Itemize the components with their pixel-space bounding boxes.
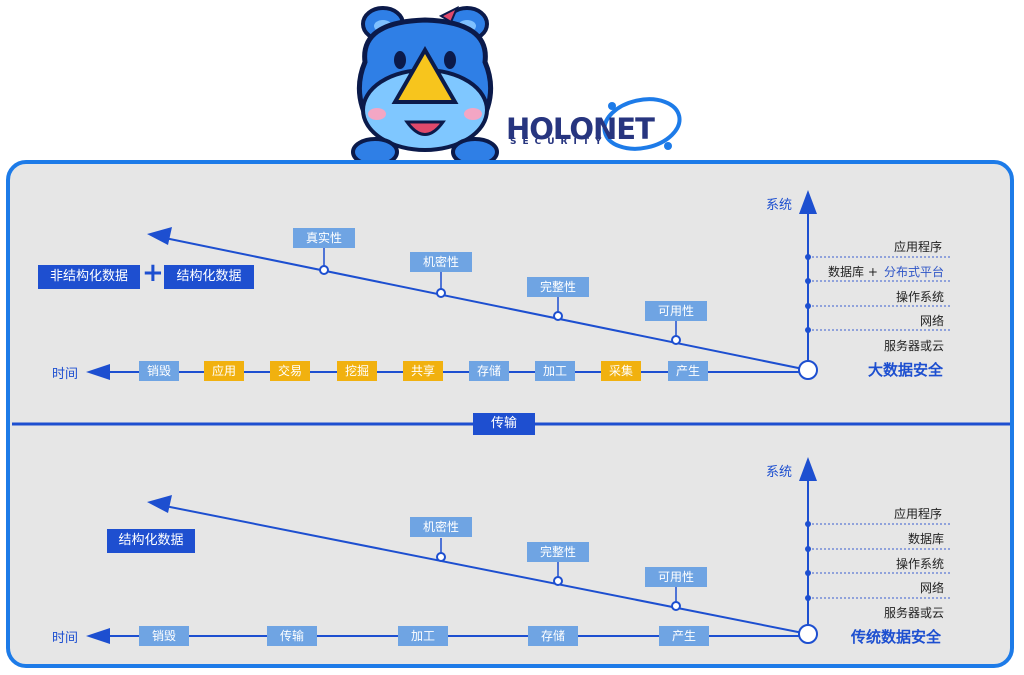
brand-logo-text: HOLONET [506,112,655,146]
layer-label: 服务器或云 [884,606,945,620]
timeline-item: 产生 [668,361,708,381]
timeline-item: 挖掘 [337,361,377,381]
layer-label: 数据库 [908,532,945,546]
property-label: 完整性 [527,542,589,562]
timeline-item: 传输 [267,626,317,646]
tag-structured-data: 结构化数据 [164,265,254,289]
layer-label: 应用程序 [894,507,943,521]
timeline-item: 共享 [403,361,443,381]
time-axis-label: 时间 [52,367,79,382]
layer-label: 网络 [920,581,945,595]
timeline-item: 交易 [270,361,310,381]
property-label: 机密性 [410,252,472,272]
layer-label: 数据库 + [828,265,878,279]
plus-sign: + [142,258,164,288]
layer-label: 网络 [920,314,945,328]
divider-label: 传输 [473,413,535,435]
property-label: 完整性 [527,277,589,297]
tag-structured-data-bottom: 结构化数据 [107,529,195,553]
holonet-orbit-icon [602,97,682,151]
timeline-item: 加工 [535,361,575,381]
timeline-item: 销毁 [139,626,189,646]
layer-label: 应用程序 [894,240,943,254]
timeline-item: 应用 [204,361,244,381]
timeline-item: 加工 [398,626,448,646]
timeline-item: 采集 [601,361,641,381]
brand-logo-sub: SECURITY [510,137,608,147]
timeline-item: 销毁 [139,361,179,381]
timeline-item: 产生 [659,626,709,646]
layer-label: 服务器或云 [884,339,945,353]
system-axis-label: 系统 [766,198,793,213]
timeline-item: 存储 [528,626,578,646]
layer-label: 操作系统 [896,290,945,304]
section-title-bigdata: 大数据安全 [868,361,944,379]
property-label: 可用性 [645,567,707,587]
rhino-mascot [351,5,499,167]
property-label: 机密性 [410,517,472,537]
time-axis-label: 时间 [52,631,79,646]
system-axis-label: 系统 [766,465,793,480]
property-label: 真实性 [293,228,355,248]
section-title-traditional: 传统数据安全 [851,628,942,646]
tag-unstructured-data: 非结构化数据 [38,265,140,289]
layer-label-highlight: 分布式平台 [884,265,945,279]
timeline-item: 存储 [469,361,509,381]
property-label: 可用性 [645,301,707,321]
layer-label: 操作系统 [896,557,945,571]
